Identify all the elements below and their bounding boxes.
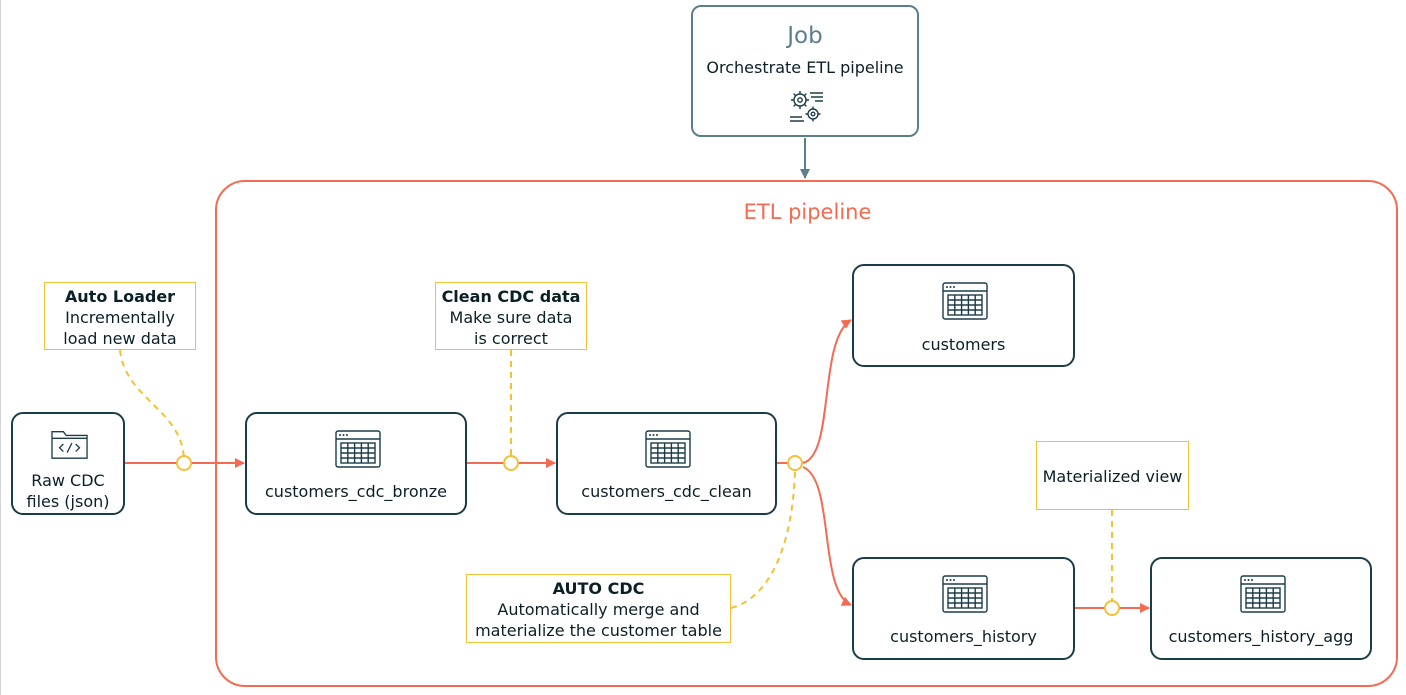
junction-to-customers-arrow [802,319,852,464]
code-folder-icon [51,431,88,459]
annotation-materialized-view: Materialized view [1036,441,1189,510]
source-raw-cdc-files[interactable]: Raw CDC files (json) [11,412,125,515]
annotation-clean-cdc-title: Clean CDC data [441,287,581,306]
table-icon [942,575,988,613]
node-label-clean: customers_cdc_clean [581,482,752,501]
source-label-line2: files (json) [26,492,110,511]
left-edge-line [0,0,1,695]
node-customers-history-agg[interactable]: customers_history_agg [1150,557,1372,660]
node-customers-cdc-clean[interactable]: customers_cdc_clean [556,412,777,515]
clean-junction-dot [787,455,803,471]
annotation-auto-cdc-title: AUTO CDC [552,579,645,598]
annotation-clean-cdc-line2: is correct [474,329,548,348]
node-label-history: customers_history [890,627,1037,646]
history-junction-dot [1104,600,1120,616]
table-icon [645,430,691,468]
table-icon [942,282,988,320]
annotation-materialized-text: Materialized view [1042,467,1183,486]
bronze-junction-dot [503,455,519,471]
annotation-auto-cdc-line2: materialize the customer table [475,621,722,640]
source-label-line1: Raw CDC [31,471,105,490]
node-label-bronze: customers_cdc_bronze [265,482,447,501]
source-junction-dot [176,455,192,471]
auto-cdc-leader [730,462,796,609]
annotation-auto-loader-line1: Incrementally [65,308,175,327]
table-icon [335,430,381,468]
job-title: Job [787,23,823,49]
auto-loader-leader [119,349,186,464]
annotation-clean-cdc-line1: Make sure data [449,308,573,327]
annotation-auto-loader-line2: load new data [63,329,177,348]
gears-icon [790,91,823,122]
pipeline-title: ETL pipeline [743,200,872,224]
node-customers-history[interactable]: customers_history [852,557,1075,660]
node-label-customers: customers [921,335,1006,354]
annotation-auto-cdc-line1: Automatically merge and [497,600,700,619]
annotation-auto-loader: Auto Loader Incrementally load new data [44,282,196,350]
node-customers[interactable]: customers [852,264,1075,367]
etl-pipeline-container [215,180,1398,687]
annotation-auto-cdc: AUTO CDC Automatically merge and materia… [466,574,731,643]
annotation-auto-loader-title: Auto Loader [64,287,176,306]
table-icon [1240,575,1286,613]
node-label-history-agg: customers_history_agg [1168,627,1354,646]
node-customers-cdc-bronze[interactable]: customers_cdc_bronze [245,412,467,515]
job-subtitle: Orchestrate ETL pipeline [706,58,904,77]
job-box[interactable]: Job Orchestrate ETL pipeline [691,5,919,137]
annotation-clean-cdc: Clean CDC data Make sure data is correct [435,282,587,350]
junction-to-history-arrow [802,466,852,606]
